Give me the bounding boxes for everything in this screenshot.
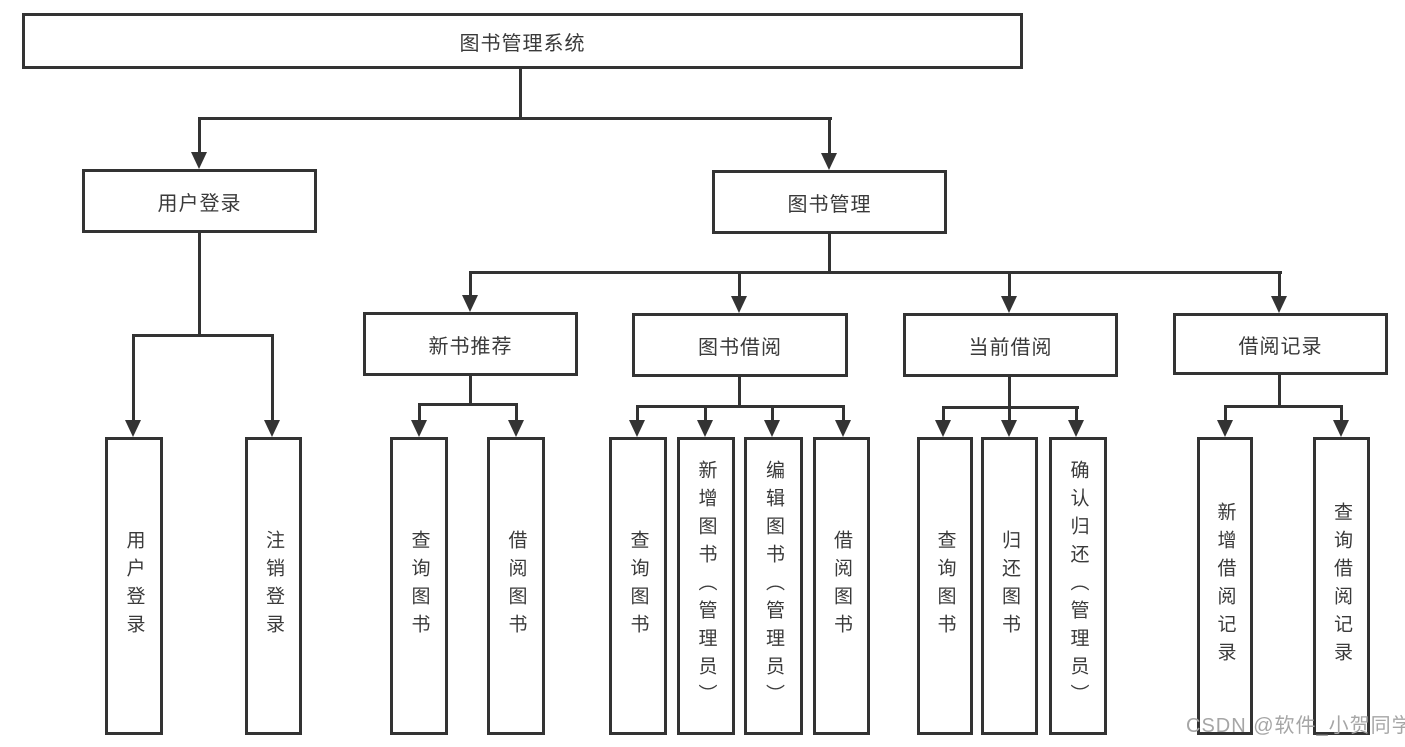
arrowhead-down-book-borrow — [731, 296, 747, 313]
node-new-book-rec-label: 新书推荐 — [428, 335, 513, 358]
node-borrow-record-label: 借阅记录 — [1238, 335, 1323, 358]
connector-level2-drop-left — [198, 117, 201, 157]
connector-rec-drop-1 — [418, 403, 421, 423]
connector-level3-drop-1 — [469, 271, 472, 299]
node-book-borrow-label: 图书借阅 — [698, 336, 782, 359]
arrowhead-down-bb-borrow — [835, 420, 851, 437]
leaf-user-login-label: 用户登录 — [123, 530, 145, 642]
node-current-borrow: 当前借阅 — [903, 313, 1118, 377]
arrowhead-down-leaf-user-login — [125, 420, 141, 437]
leaf-cb-return-books-label: 归还图书 — [999, 530, 1020, 642]
leaf-rec-borrow-books: 借阅图书 — [487, 437, 545, 735]
leaf-rec-borrow-books-label: 借阅图书 — [505, 530, 527, 642]
connector-br-drop-1 — [1224, 405, 1227, 423]
leaf-bb-query-books-label: 查询图书 — [627, 530, 649, 642]
connector-user-login-stem — [198, 233, 201, 337]
leaf-bb-edit-books-label: 编辑图书（管理员） — [763, 460, 784, 712]
leaf-bb-add-books: 新增图书（管理员） — [677, 437, 735, 735]
connector-user-login-drop-2 — [271, 334, 274, 424]
leaf-user-login: 用户登录 — [105, 437, 163, 735]
arrowhead-down-book-mgmt — [821, 153, 837, 170]
node-current-borrow-label: 当前借阅 — [968, 336, 1053, 359]
connector-rec-bar — [418, 403, 518, 406]
connector-cb-drop-3 — [1075, 406, 1078, 423]
node-user-login-label: 用户登录 — [157, 192, 242, 215]
arrowhead-down-rec-borrow — [508, 420, 524, 437]
arrowhead-down-cb-query — [935, 420, 951, 437]
node-borrow-record: 借阅记录 — [1173, 313, 1388, 375]
arrowhead-down-new-book-rec — [462, 295, 478, 312]
arrowhead-down-bb-add — [697, 420, 713, 437]
connector-bb-drop-4 — [842, 405, 845, 423]
connector-bb-drop-2 — [704, 405, 707, 423]
connector-bb-drop-1 — [636, 405, 639, 423]
node-root: 图书管理系统 — [22, 13, 1023, 69]
arrowhead-down-bb-edit — [764, 420, 780, 437]
connector-bb-stem — [738, 377, 741, 408]
leaf-logout: 注销登录 — [245, 437, 302, 735]
arrowhead-down-br-query — [1333, 420, 1349, 437]
leaf-br-query-record-label: 查询借阅记录 — [1331, 502, 1352, 670]
leaf-bb-edit-books: 编辑图书（管理员） — [744, 437, 803, 735]
leaf-cb-confirm-return-label: 确认归还（管理员） — [1067, 460, 1089, 712]
node-book-borrow: 图书借阅 — [632, 313, 848, 377]
connector-cb-drop-2 — [1008, 406, 1011, 423]
leaf-cb-confirm-return: 确认归还（管理员） — [1049, 437, 1107, 735]
arrowhead-down-current-borrow — [1001, 296, 1017, 313]
leaf-rec-query-books: 查询图书 — [390, 437, 448, 735]
connector-root-stem — [519, 68, 522, 120]
connector-rec-stem — [469, 376, 472, 406]
arrowhead-down-bb-query — [629, 420, 645, 437]
connector-level3-drop-4 — [1278, 271, 1281, 300]
connector-level2-bar — [198, 117, 832, 120]
node-book-mgmt: 图书管理 — [712, 170, 947, 234]
arrowhead-down-leaf-logout — [264, 420, 280, 437]
connector-bb-bar — [636, 405, 845, 408]
connector-level2-drop-right — [828, 117, 831, 158]
node-user-login: 用户登录 — [82, 169, 317, 233]
arrowhead-down-user-login — [191, 152, 207, 169]
arrowhead-down-borrow-record — [1271, 296, 1287, 313]
connector-br-stem — [1278, 375, 1281, 408]
leaf-br-add-record: 新增借阅记录 — [1197, 437, 1253, 735]
connector-level3-drop-2 — [738, 271, 741, 300]
leaf-br-add-record-label: 新增借阅记录 — [1214, 502, 1236, 670]
leaf-rec-query-books-label: 查询图书 — [408, 530, 430, 642]
connector-user-login-bar — [132, 334, 274, 337]
leaf-cb-query-books-label: 查询图书 — [934, 530, 956, 642]
node-root-label: 图书管理系统 — [459, 32, 586, 55]
connector-cb-drop-1 — [942, 406, 945, 423]
leaf-bb-add-books-label: 新增图书（管理员） — [695, 460, 717, 712]
leaf-br-query-record: 查询借阅记录 — [1313, 437, 1370, 735]
leaf-logout-label: 注销登录 — [263, 530, 284, 642]
node-new-book-rec: 新书推荐 — [363, 312, 578, 376]
arrowhead-down-rec-query — [411, 420, 427, 437]
leaf-cb-query-books: 查询图书 — [917, 437, 973, 735]
connector-cb-stem — [1008, 377, 1011, 409]
connector-user-login-drop-1 — [132, 334, 135, 424]
leaf-cb-return-books: 归还图书 — [981, 437, 1038, 735]
connector-bb-drop-3 — [771, 405, 774, 423]
csdn-watermark: CSDN @软件_小贺同学 — [1186, 715, 1405, 737]
connector-level3-bar — [469, 271, 1282, 274]
leaf-bb-borrow-books-label: 借阅图书 — [831, 530, 852, 642]
arrowhead-down-cb-confirm — [1068, 420, 1084, 437]
connector-level3-drop-3 — [1008, 271, 1011, 300]
connector-br-drop-2 — [1340, 405, 1343, 423]
leaf-bb-borrow-books: 借阅图书 — [813, 437, 870, 735]
connector-rec-drop-2 — [515, 403, 518, 423]
connector-br-bar — [1224, 405, 1343, 408]
node-book-mgmt-label: 图书管理 — [787, 193, 872, 216]
arrowhead-down-cb-return — [1001, 420, 1017, 437]
connector-book-mgmt-stem — [828, 234, 831, 273]
leaf-bb-query-books: 查询图书 — [609, 437, 667, 735]
arrowhead-down-br-add — [1217, 420, 1233, 437]
